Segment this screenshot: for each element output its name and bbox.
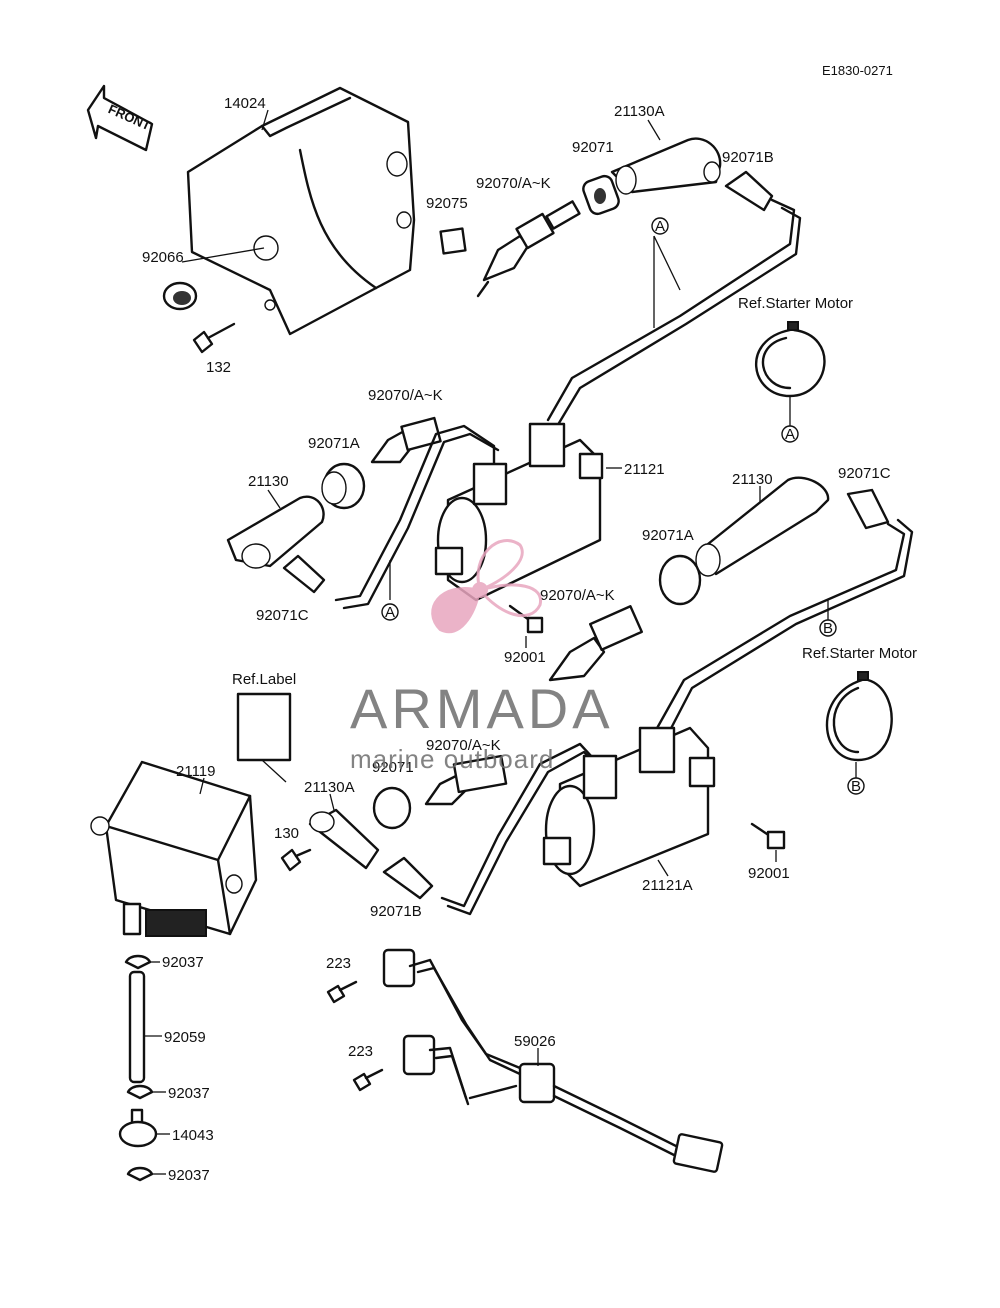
watermark-brand: ARMADA	[350, 677, 614, 740]
label-92070-top: 92070/A~K	[476, 175, 551, 192]
label-92059: 92059	[164, 1029, 206, 1046]
spark-plug-top	[476, 200, 581, 298]
boot-92071A-left	[321, 462, 366, 510]
label-92071C-right: 92071C	[838, 465, 891, 482]
bolt-92001-mid	[508, 604, 544, 634]
plug-92066	[162, 281, 198, 311]
lead-wire-top	[546, 198, 796, 422]
label-92070-right: 92070/A~K	[540, 587, 615, 604]
igniter-21119	[90, 760, 258, 937]
label-130: 130	[274, 825, 299, 842]
label-21121A: 21121A	[642, 877, 693, 894]
clamp-a	[754, 321, 826, 398]
label-92037-a: 92037	[162, 954, 204, 971]
gasket-92075	[439, 227, 467, 255]
diagram-code: E1830-0271	[822, 63, 893, 78]
label-92071B-top: 92071B	[722, 149, 774, 166]
spark-plug-low	[424, 754, 508, 806]
cap-21130A-low	[308, 808, 380, 870]
boot-92071B-low	[382, 856, 434, 900]
label-14043: 14043	[172, 1127, 214, 1144]
cap-21130-left	[226, 495, 325, 569]
boot-92071A-right	[658, 554, 702, 606]
boot-92071B-top	[724, 170, 774, 212]
label-21130A-low: 21130A	[304, 779, 355, 796]
spark-plug-right	[548, 605, 643, 682]
ref-A-2: A	[785, 426, 795, 443]
bolt-130	[280, 848, 312, 872]
ref-starter-motor-a: Ref.Starter Motor	[738, 295, 853, 312]
front-arrow-icon: FRONT	[86, 84, 154, 152]
label-92071-low: 92071	[372, 759, 414, 776]
lead-wire-right	[654, 522, 906, 732]
label-92070-mid: 92070/A~K	[368, 387, 443, 404]
filter-14043	[118, 1108, 158, 1148]
ignition-coil-21121	[434, 422, 604, 602]
label-92037-b: 92037	[168, 1085, 210, 1102]
cover-14024	[186, 86, 416, 336]
boot-92071-low	[372, 786, 412, 830]
clip-92037-b	[126, 1084, 154, 1100]
label-92037-c: 92037	[168, 1167, 210, 1184]
boot-92071C-right	[846, 488, 890, 530]
label-92001-right: 92001	[748, 865, 790, 882]
label-14024: 14024	[224, 95, 266, 112]
lead-wire-mid-left	[334, 424, 496, 602]
label-21130-left: 21130	[248, 473, 289, 490]
label-92071-top: 92071	[572, 139, 614, 156]
boot-92071C-left	[282, 554, 326, 594]
label-21121: 21121	[624, 461, 665, 478]
cap-21130-right	[695, 476, 830, 577]
label-21130A-top: 21130A	[614, 103, 665, 120]
screw-223-b	[352, 1068, 384, 1092]
label-21119: 21119	[176, 763, 216, 780]
ref-B-2: B	[851, 778, 861, 795]
ignition-coil-21121A	[542, 726, 716, 888]
clamp-b	[825, 671, 893, 762]
clip-92037-a	[124, 954, 152, 970]
bolt-132	[192, 322, 236, 354]
tube-92059	[128, 970, 146, 1084]
label-92071A-right: 92071A	[642, 527, 694, 544]
label-92071B-low: 92071B	[370, 903, 422, 920]
label-92066: 92066	[142, 249, 184, 266]
label-59026: 59026	[514, 1033, 556, 1050]
boot-92071-top	[582, 174, 620, 216]
lead-wire-low	[440, 742, 606, 908]
ref-A-1: A	[655, 218, 665, 235]
screw-223-a	[326, 980, 358, 1004]
label-92070-low: 92070/A~K	[426, 737, 501, 754]
label-92071A-left: 92071A	[308, 435, 360, 452]
label-223-b: 223	[348, 1043, 373, 1060]
label-92075: 92075	[426, 195, 468, 212]
label-92001-mid: 92001	[504, 649, 546, 666]
ref-B-1: B	[823, 620, 833, 637]
armada-watermark: ARMADA marine outboard	[350, 539, 614, 774]
ref-label-sticker	[236, 692, 292, 762]
label-223-a: 223	[326, 955, 351, 972]
ref-starter-motor-b: Ref.Starter Motor	[802, 645, 917, 662]
propeller-logo-icon	[431, 539, 542, 634]
watermark-tagline: marine outboard	[350, 744, 554, 774]
bolt-92001-right	[750, 822, 786, 850]
label-21130-right: 21130	[732, 471, 773, 488]
wiring-harness-59026	[382, 948, 724, 1173]
label-92071C-left: 92071C	[256, 607, 309, 624]
clip-92037-c	[126, 1166, 154, 1182]
label-132: 132	[206, 359, 231, 376]
ref-label-text: Ref.Label	[232, 671, 296, 688]
spark-plug-mid	[370, 416, 442, 464]
cap-21130A-top	[610, 137, 722, 195]
ref-A-3: A	[385, 604, 395, 621]
